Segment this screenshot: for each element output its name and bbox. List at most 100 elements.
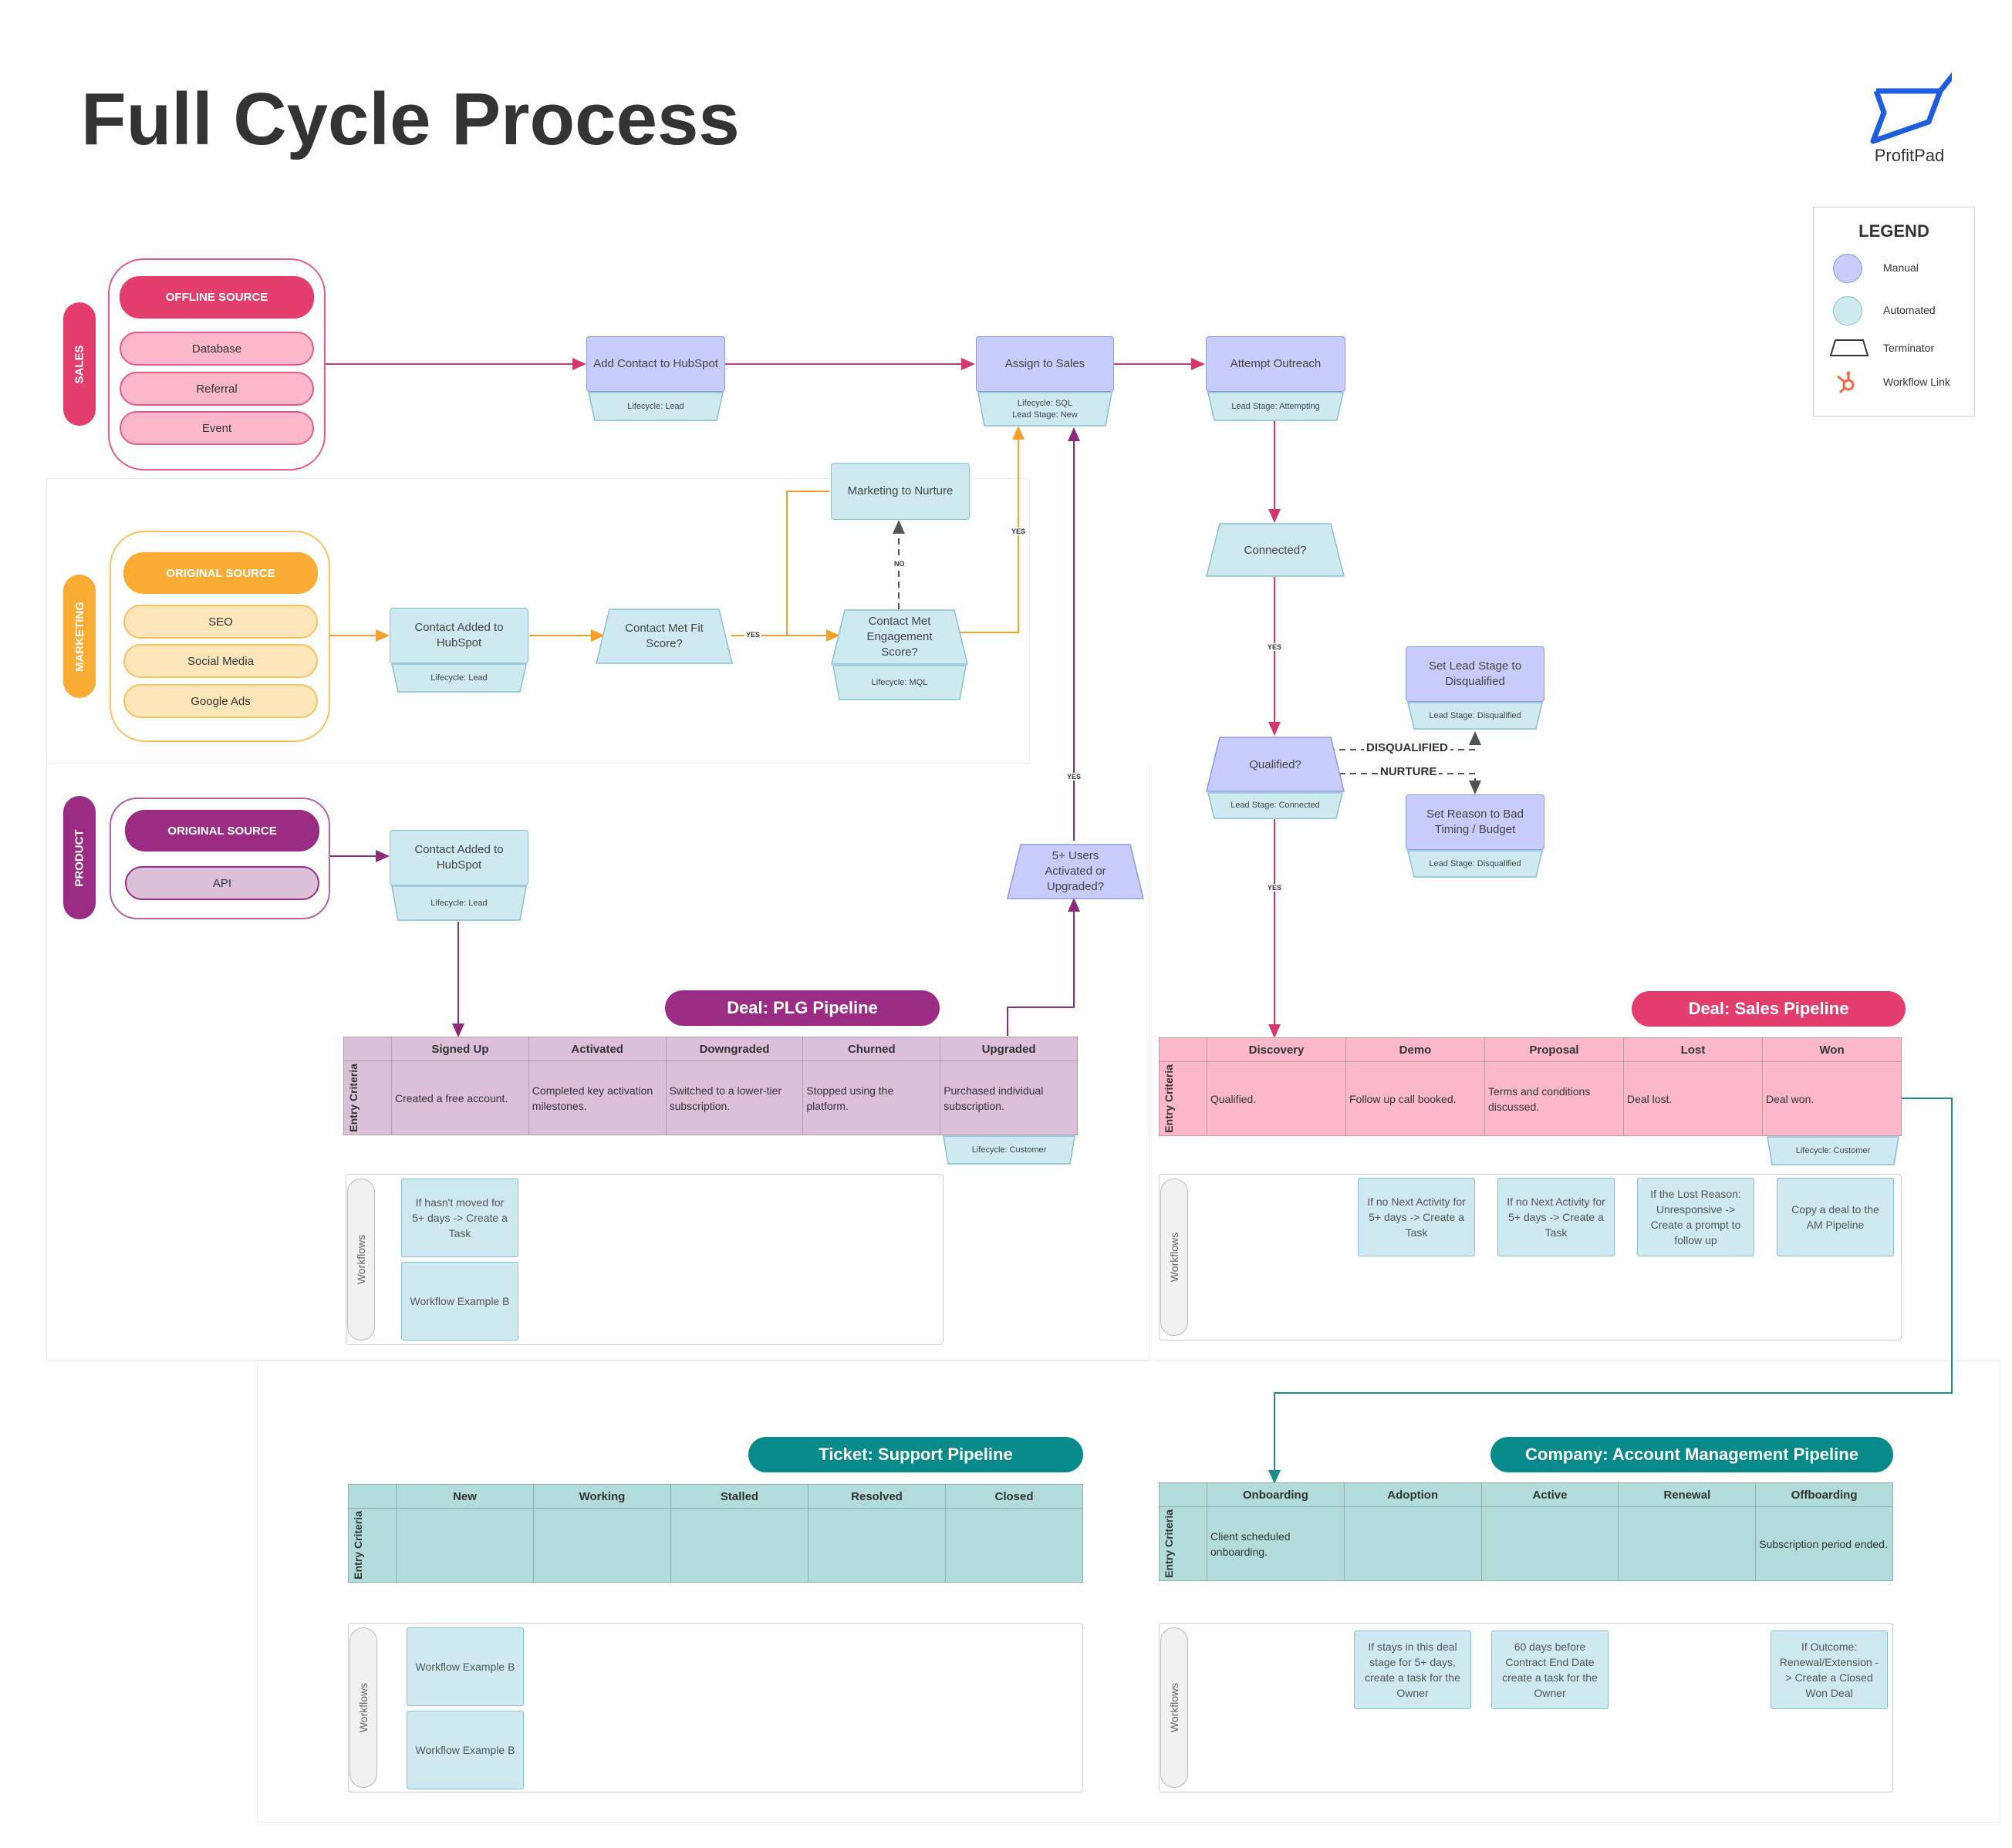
- edge-label-disqualified: DISQUALIFIED: [1364, 741, 1450, 754]
- criteria-cell: Qualified.: [1207, 1061, 1346, 1136]
- workflows-label: Workflows: [1160, 1179, 1188, 1336]
- support-pipeline-table: New Working Stalled Resolved Closed Entr…: [348, 1484, 1083, 1583]
- stage-header: Renewal: [1618, 1482, 1757, 1507]
- stage-header: Onboarding: [1207, 1482, 1345, 1507]
- edge-label-nurture: NURTURE: [1378, 765, 1440, 778]
- workflow-card: If hasn't moved for 5+ days -> Create a …: [401, 1179, 518, 1257]
- criteria-corner: [348, 1484, 397, 1509]
- set-reason-node: Set Reason to Bad Timing / Budget: [1406, 794, 1544, 850]
- stage-header: Won: [1762, 1037, 1902, 1062]
- stage-header: Demo: [1345, 1037, 1485, 1062]
- product-region: [46, 764, 1149, 1361]
- set-disqualified-tag: Lead Stage: Disqualified: [1407, 702, 1543, 730]
- source-event: Event: [120, 411, 314, 445]
- terminator-shape-icon: [1829, 339, 1869, 356]
- stage-header: Offboarding: [1755, 1482, 1893, 1507]
- hubspot-workflow-icon: [1837, 371, 1855, 394]
- criteria-cell: [945, 1508, 1083, 1583]
- automated-circle-icon: [1833, 296, 1862, 325]
- criteria-cell: Switched to a lower-tier subscription.: [665, 1061, 804, 1135]
- edge-label-yes: YES: [1065, 773, 1083, 781]
- criteria-cell: Stopped using the platform.: [802, 1061, 941, 1135]
- legend-item-manual: Manual: [1833, 254, 1972, 285]
- stage-header: Lost: [1623, 1037, 1763, 1062]
- plg-pipeline-title: Deal: PLG Pipeline: [665, 990, 940, 1026]
- support-pipeline-title: Ticket: Support Pipeline: [748, 1437, 1083, 1472]
- sales-won-tag: Lifecycle: Customer: [1767, 1136, 1899, 1165]
- entry-criteria-label: Entry Criteria: [343, 1061, 392, 1135]
- criteria-cell: [533, 1508, 671, 1583]
- legend-title: LEGEND: [1858, 221, 1929, 241]
- criteria-cell: Completed key activation milestones.: [528, 1061, 667, 1135]
- workflows-label: Workflows: [1160, 1627, 1188, 1788]
- brand: ProfitPad: [1867, 68, 1958, 172]
- legend: LEGEND Manual Automated Terminator Workf…: [1813, 207, 1975, 416]
- source-database: Database: [120, 332, 314, 366]
- workflow-card: Workflow Example B: [407, 1711, 524, 1789]
- edge-label-yes: YES: [744, 631, 762, 639]
- stage-header: Downgraded: [665, 1037, 804, 1061]
- lane-label-marketing: MARKETING: [63, 575, 96, 698]
- criteria-cell: [670, 1508, 809, 1583]
- source-api: API: [125, 866, 319, 900]
- criteria-corner: [1159, 1482, 1207, 1507]
- stage-header: Active: [1480, 1482, 1619, 1507]
- workflow-card: If stays in this deal stage for 5+ days,…: [1354, 1630, 1471, 1709]
- workflow-card: If Outcome: Renewal/Extension -> Create …: [1771, 1630, 1888, 1709]
- criteria-cell: Created a free account.: [391, 1061, 529, 1135]
- stage-header: Upgraded: [940, 1037, 1078, 1061]
- workflow-card: If no Next Activity for 5+ days -> Creat…: [1497, 1178, 1615, 1256]
- lane-label-sales: SALES: [63, 302, 96, 426]
- assign-sales-node: Assign to Sales: [976, 336, 1114, 392]
- stage-header: Resolved: [808, 1484, 946, 1509]
- page-title: Full Cycle Process: [81, 78, 740, 160]
- stage-header: New: [396, 1484, 534, 1509]
- stage-header: Discovery: [1207, 1037, 1346, 1062]
- entry-criteria-label: Entry Criteria: [348, 1508, 397, 1583]
- entry-criteria-label: Entry Criteria: [1159, 1061, 1207, 1136]
- marketing-nurture-node: Marketing to Nurture: [831, 463, 970, 520]
- stage-header: Proposal: [1484, 1037, 1624, 1062]
- marketing-source-header: ORIGINAL SOURCE: [123, 552, 318, 594]
- workflow-card: 60 days before Contract End Date create …: [1491, 1630, 1609, 1709]
- stage-header: Churned: [802, 1037, 941, 1061]
- legend-item-terminator: Terminator: [1829, 339, 1972, 362]
- engagement-tag: Lifecycle: MQL: [832, 665, 967, 700]
- criteria-cell: [396, 1508, 534, 1583]
- criteria-cell: [1618, 1506, 1757, 1581]
- profitpad-logo-icon: [1870, 69, 1958, 144]
- criteria-cell: Follow up call booked.: [1345, 1061, 1485, 1136]
- criteria-cell: [1480, 1506, 1619, 1581]
- criteria-cell: Client scheduled onboarding.: [1207, 1506, 1345, 1581]
- edge-label-yes: YES: [1266, 643, 1284, 651]
- am-pipeline-table: Onboarding Adoption Active Renewal Offbo…: [1159, 1482, 1893, 1581]
- source-seo: SEO: [123, 605, 318, 639]
- set-disqualified-node: Set Lead Stage to Disqualified: [1406, 646, 1544, 702]
- prod-contact-added-node: Contact Added to HubSpot: [390, 830, 528, 885]
- legend-label: Manual: [1883, 261, 1919, 274]
- workflow-card: Workflow Example B: [407, 1627, 524, 1706]
- criteria-corner: [1159, 1037, 1207, 1062]
- lane-label-product: PRODUCT: [63, 796, 96, 919]
- users-activated-decision: 5+ Users Activated or Upgraded?: [1007, 844, 1144, 899]
- legend-label: Workflow Link: [1883, 376, 1950, 388]
- stage-header: Closed: [945, 1484, 1083, 1509]
- edge-label-no: NO: [893, 560, 906, 568]
- attempt-outreach-tag: Lead Stage: Attempting: [1207, 392, 1344, 421]
- product-source-header: ORIGINAL SOURCE: [125, 810, 319, 851]
- legend-item-workflow-link: Workflow Link: [1833, 371, 1972, 394]
- entry-criteria-label: Entry Criteria: [1159, 1506, 1207, 1581]
- source-google-ads: Google Ads: [123, 684, 318, 718]
- attempt-outreach-node: Attempt Outreach: [1206, 336, 1345, 392]
- mkt-contact-added-tag: Lifecycle: Lead: [391, 663, 527, 693]
- criteria-cell: Purchased individual subscription.: [940, 1061, 1078, 1135]
- workflows-label: Workflows: [347, 1179, 375, 1340]
- plg-pipeline-table: Signed Up Activated Downgraded Churned U…: [343, 1037, 1078, 1135]
- workflow-card: If the Lost Reason: Unresponsive -> Crea…: [1637, 1178, 1754, 1256]
- service-region: [257, 1360, 2000, 1823]
- brand-name: ProfitPad: [1874, 146, 1945, 165]
- source-social-media: Social Media: [123, 644, 318, 678]
- offline-source-header: OFFLINE SOURCE: [120, 276, 314, 319]
- fit-score-decision: Contact Met Fit Score?: [596, 609, 733, 664]
